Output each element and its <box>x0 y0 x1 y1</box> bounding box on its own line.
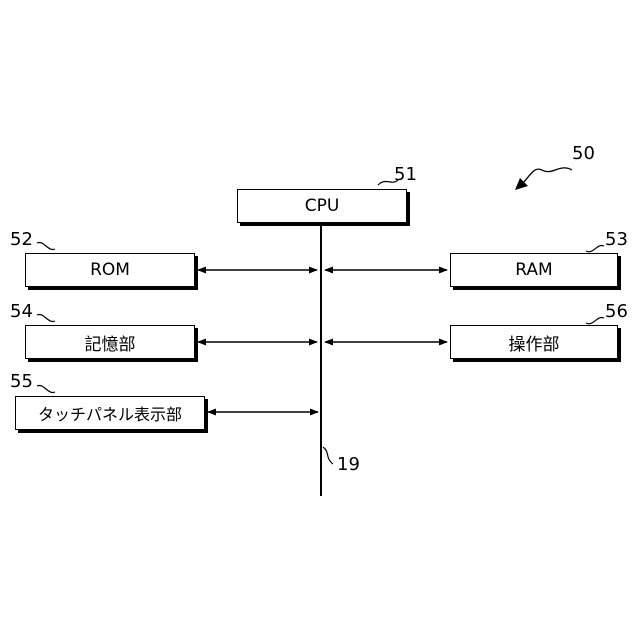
rom-block: ROM <box>25 253 195 287</box>
cpu-ref-number: 51 <box>394 166 417 184</box>
operation-ref-number: 56 <box>605 303 628 321</box>
leader-operation <box>586 318 604 324</box>
ram-ref-number: 53 <box>605 231 628 249</box>
cpu-label: CPU <box>305 196 340 216</box>
storage-block: 記憶部 <box>25 325 195 359</box>
touch-panel-ref-number: 55 <box>10 373 33 391</box>
ram-label: RAM <box>515 260 552 280</box>
rom-ref-number: 52 <box>10 231 33 249</box>
touch-panel-block: タッチパネル表示部 <box>15 396 205 430</box>
system-ref-arrow <box>522 168 572 184</box>
operation-label: 操作部 <box>509 330 560 355</box>
leader-storage <box>37 315 55 322</box>
system-ref-number: 50 <box>572 145 595 163</box>
operation-block: 操作部 <box>450 325 618 359</box>
leader-ram <box>586 246 604 252</box>
ram-block: RAM <box>450 253 618 287</box>
rom-label: ROM <box>90 260 130 280</box>
storage-label: 記憶部 <box>85 330 136 355</box>
leader-bus <box>323 447 333 464</box>
storage-ref-number: 54 <box>10 303 33 321</box>
touch-panel-label: タッチパネル表示部 <box>38 401 182 425</box>
cpu-block: CPU <box>237 189 407 223</box>
leader-touch-panel <box>37 386 55 393</box>
bus-ref-number: 19 <box>337 456 360 474</box>
leader-rom <box>37 243 55 250</box>
